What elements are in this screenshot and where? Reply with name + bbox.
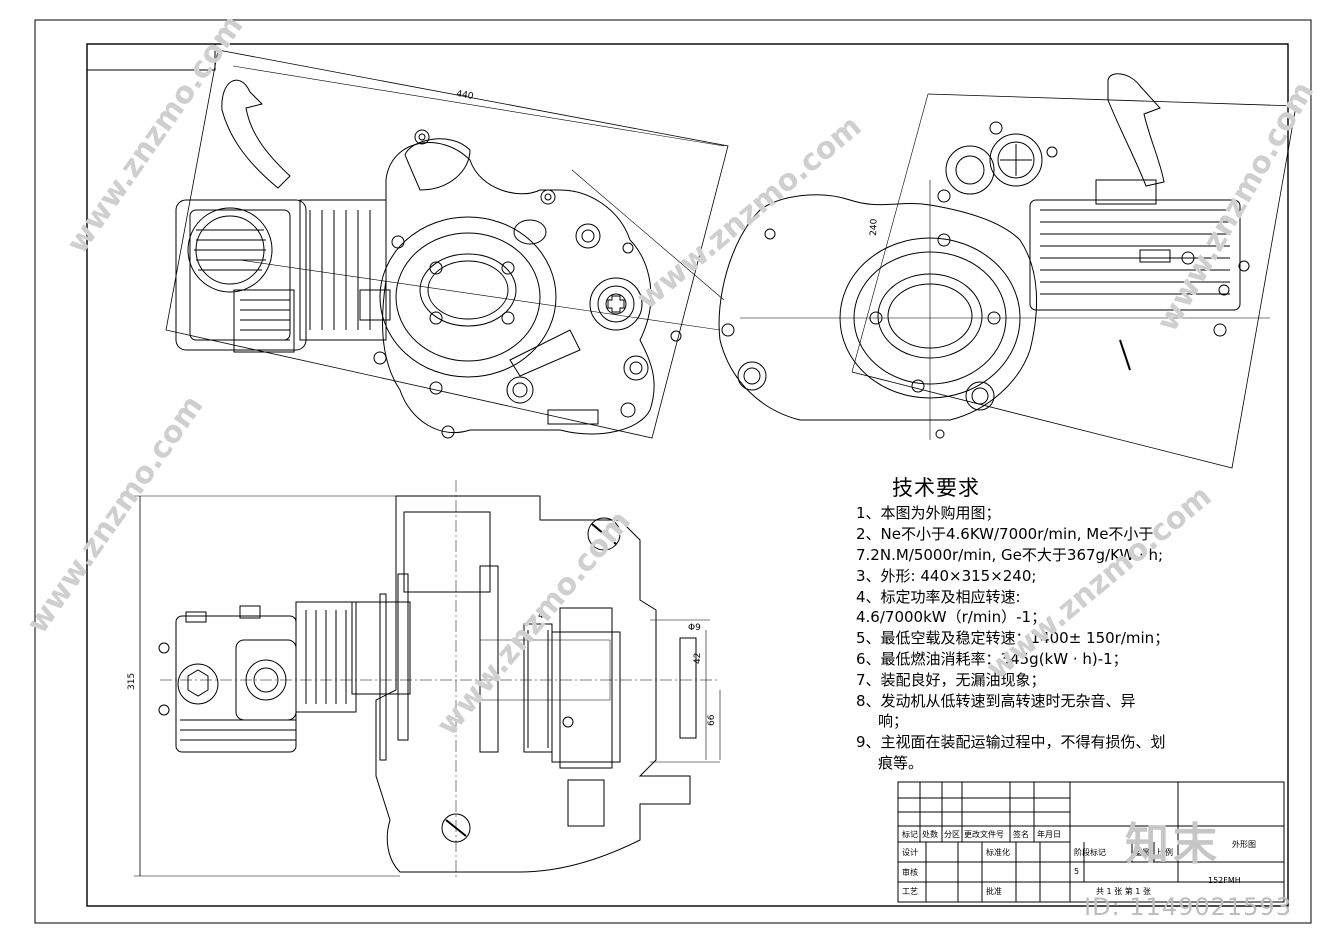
dim-height-240: 240 [869,218,880,236]
tb-date: 年月日 [1037,830,1061,839]
requirement-line: 9、主视面在装配运输过程中，不得有损伤、划 [856,733,1166,751]
tb-design: 设计 [902,848,918,857]
dim-length-440: 440 [455,89,474,102]
requirements-title: 技术要求 [892,476,980,500]
tb-scale-value: 5 [1074,867,1080,876]
tb-process: 工艺 [902,887,918,896]
dim-height-315: 315 [127,673,137,690]
inner-frame [86,43,1289,907]
requirement-line: 5、最低空载及稳定转速：1400± 150r/min； [856,629,1170,647]
watermark-id: ID: 1149021593 [1084,893,1292,921]
requirement-line: 6、最低燃油消耗率：345g(kW · h)-1； [856,650,1128,668]
tb-drawing-name: 152FMH [1208,876,1241,885]
requirement-line: 4.6/7000kW（r/min）-1； [856,608,1047,626]
tb-review: 审核 [902,868,918,877]
tb-zone: 分区 [944,830,960,839]
requirement-line: 7、装配良好，无漏油现象； [856,671,1046,689]
dim-small-d: 66 [707,714,717,726]
tb-sheet-info: 共 1 张 第 1 张 [1096,887,1151,896]
requirement-line: 响； [878,712,909,730]
dim-small-c: 42 [693,653,703,664]
tb-change-doc: 更改文件号 [964,830,1004,839]
dim-small-a: 4 [538,611,544,621]
tb-signature: 签名 [1013,830,1029,839]
dim-small-b: Φ9 [688,623,701,633]
requirement-line: 2、Ne不小于4.6KW/7000r/min, Me不小于 [856,525,1154,543]
tb-mark: 标记 [902,830,918,839]
tb-scale: 比例 [1157,848,1173,857]
outer-frame [34,19,1312,924]
tb-approve: 批准 [986,887,1002,896]
requirement-line: 痕等。 [878,754,924,772]
requirement-line: 7.2N.M/5000r/min, Ge不大于367g/KW · h; [856,546,1164,564]
tb-part-name: 外形图 [1232,840,1256,849]
tb-count: 处数 [922,830,938,839]
corner-box [86,43,216,71]
requirement-line: 3、外形: 440×315×240; [856,567,1037,585]
tb-stage-mark: 阶段标记 [1074,848,1106,857]
requirement-line: 8、发动机从低转速到高转速时无杂音、异 [856,692,1136,710]
tb-weight: 重量 [1134,848,1150,857]
watermark-brand: 知末 [1125,819,1221,870]
requirement-line: 1、本图为外购用图； [856,504,1001,522]
engine-right-view [718,73,1297,469]
engine-left-view [165,49,729,439]
requirement-line: 4、标定功率及相应转速: [856,588,1021,606]
tb-standardize: 标准化 [986,848,1010,857]
engine-side-view [134,480,721,880]
title-block [897,781,1285,903]
